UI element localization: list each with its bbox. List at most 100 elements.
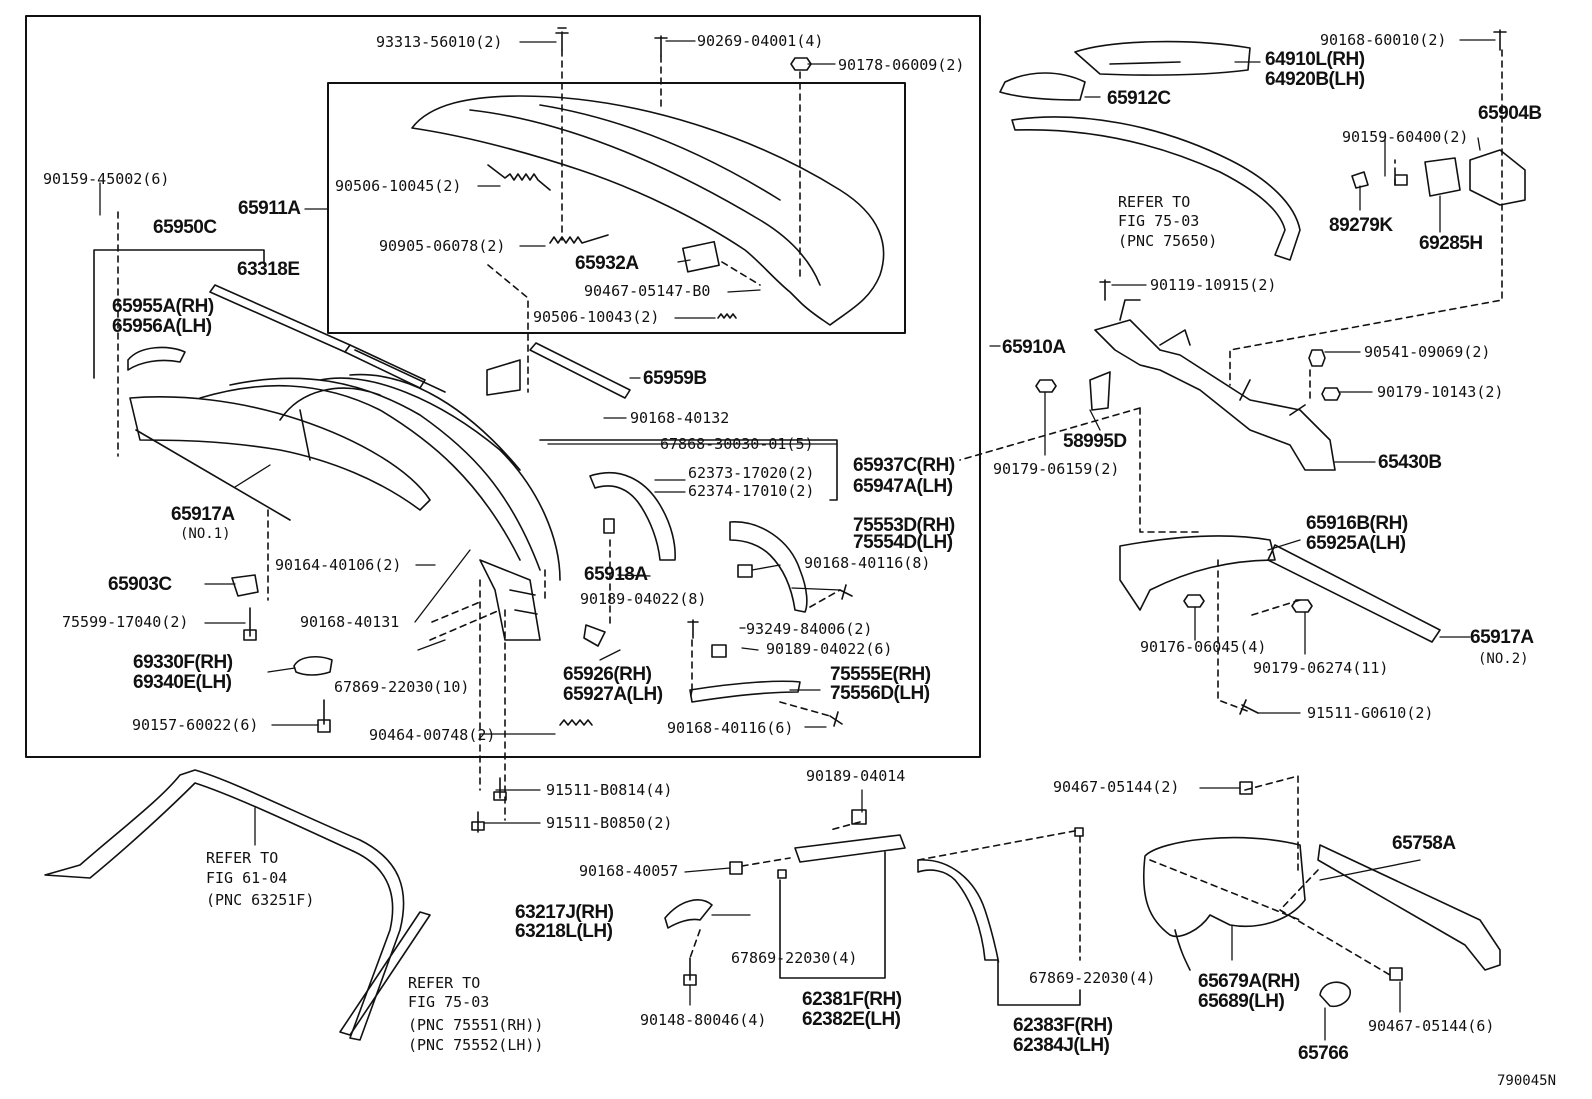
callout-label: 65950C — [153, 217, 217, 238]
callout-label: 90467-05147-B0 — [584, 282, 711, 300]
cover-rib-2 — [539, 104, 781, 201]
leaders-bracket-65937 — [539, 439, 838, 501]
callout-label: (NO.2) — [1478, 651, 1529, 667]
dash-leaders-rt — [959, 49, 1503, 713]
callout-label: 90467-05144(2) — [1053, 778, 1180, 796]
callout-label: 62382E(LH) — [802, 1009, 901, 1030]
dash-leaders-bot — [689, 775, 1391, 976]
callout-label: 93313-56010(2) — [376, 33, 503, 51]
leader-lines — [99, 39, 1496, 1041]
callout-label: 91511-B0814(4) — [546, 781, 673, 799]
screw-90168-40057 — [729, 861, 743, 875]
bracket-69330F — [293, 656, 333, 676]
bolt-90168-60010 — [1493, 29, 1507, 51]
callout-label: 90506-10045(2) — [335, 177, 462, 195]
bolt-91511-B0850 — [471, 811, 485, 833]
refer-label: REFER TO — [408, 974, 481, 992]
pin-67869-4b — [1074, 827, 1084, 837]
bolt-91511-B0814 — [493, 777, 507, 801]
callout-label: 65758A — [1392, 833, 1456, 854]
callout-label: 89279K — [1329, 215, 1393, 236]
callout-label: 75554D(LH) — [853, 532, 953, 553]
bolt-top — [654, 35, 668, 57]
cover-pad — [682, 240, 720, 273]
callout-label: 90464-00748(2) — [369, 726, 496, 744]
refer-label: FIG 61-04 — [206, 869, 288, 887]
rear-bow-strip — [135, 429, 291, 521]
callout-label: 67869-22030(4) — [731, 949, 858, 967]
cover-64910L — [1074, 40, 1251, 76]
screw-90168-40116a — [839, 584, 853, 600]
spring-upper — [487, 164, 551, 191]
nut-90176 — [1183, 594, 1205, 608]
callout-label: 65903C — [108, 574, 172, 595]
bracket-58995D — [1089, 371, 1111, 411]
panel-hose — [1174, 929, 1191, 971]
dash-leaders-top — [117, 49, 801, 457]
callout-label: 90159-60400(2) — [1342, 128, 1469, 146]
callout-label: 75556D(LH) — [830, 683, 930, 704]
bolt-90148 — [683, 957, 697, 986]
callout-label: 90168-40116(6) — [667, 719, 794, 737]
callout-label: 90189-04022(8) — [580, 590, 707, 608]
callout-label: 65956A(LH) — [112, 316, 212, 337]
callout-label: (NO.1) — [180, 526, 231, 542]
callout-label: 69330F(RH) — [133, 652, 233, 673]
callout-label: 65910A — [1002, 337, 1066, 358]
refer-label: (PNC 75650) — [1118, 232, 1218, 250]
callout-label: 64920B(LH) — [1265, 69, 1365, 90]
bracket-65926 — [583, 624, 606, 647]
trim-75553D — [729, 521, 808, 613]
screw-90159-60400 — [1394, 174, 1408, 186]
callout-label: 69340E(LH) — [133, 672, 232, 693]
bracket-65918A — [603, 518, 615, 534]
callout-label: 65947A(LH) — [853, 476, 953, 497]
callout-label: 91511-G0610(2) — [1307, 704, 1434, 722]
clip-90189-b — [711, 644, 727, 658]
callout-label: 75555E(RH) — [830, 664, 931, 685]
clip-90189-a — [737, 564, 753, 578]
refer-label: FIG 75-03 — [1118, 212, 1200, 230]
bolt-93249 — [687, 619, 699, 639]
callout-label: 58995D — [1063, 431, 1127, 452]
callout-label: 90506-10043(2) — [533, 308, 660, 326]
callout-label: 90157-60022(6) — [132, 716, 259, 734]
callout-label: 65912C — [1107, 88, 1171, 109]
callout-label: 90176-06045(4) — [1140, 638, 1267, 656]
callout-label: 90179-06159(2) — [993, 460, 1120, 478]
callout-label: 65766 — [1298, 1043, 1349, 1064]
callout-label: 93249-84006(2) — [746, 620, 873, 638]
trim-75555E — [689, 680, 801, 703]
diagram-id: 790045N — [1497, 1073, 1557, 1089]
hinge-plate — [479, 559, 541, 641]
strip-65917A-no2 — [1267, 544, 1441, 643]
leaders-bracket-62381 — [779, 851, 1081, 1006]
grommet-65766 — [1319, 981, 1351, 1008]
clip-90189-04014 — [851, 809, 867, 825]
callout-label: 65959B — [643, 368, 707, 389]
nut-90179-06274 — [1291, 599, 1313, 613]
spring-bottom — [717, 313, 737, 319]
callout-label: 65911A — [238, 198, 301, 219]
rear-bow — [129, 396, 431, 511]
callout-label: 67869-22030(4) — [1029, 969, 1156, 987]
spring-lower — [549, 234, 609, 244]
callout-label: 65937C(RH) — [853, 455, 955, 476]
bracket-65916B — [1119, 535, 1276, 611]
callout-label: 62384J(LH) — [1013, 1035, 1110, 1056]
callout-label: 65430B — [1378, 452, 1442, 473]
nut-90179-10143 — [1321, 387, 1341, 401]
callout-label: 90164-40106(2) — [275, 556, 402, 574]
crossbar-detail — [1119, 299, 1306, 416]
callout-label: 65679A(RH) — [1198, 971, 1300, 992]
callout-label: 90178-06009(2) — [838, 56, 965, 74]
screw-top — [555, 27, 569, 51]
screw-90168-40116b — [829, 711, 843, 727]
main-assembly-frame — [25, 15, 981, 758]
cover-rib-1 — [469, 109, 821, 286]
bolt-90119 — [1099, 279, 1111, 301]
callout-label: 90168-40057 — [579, 862, 679, 880]
refer-label: (PNC 75552(LH)) — [408, 1036, 544, 1054]
callout-label: 90467-05144(6) — [1368, 1017, 1495, 1035]
